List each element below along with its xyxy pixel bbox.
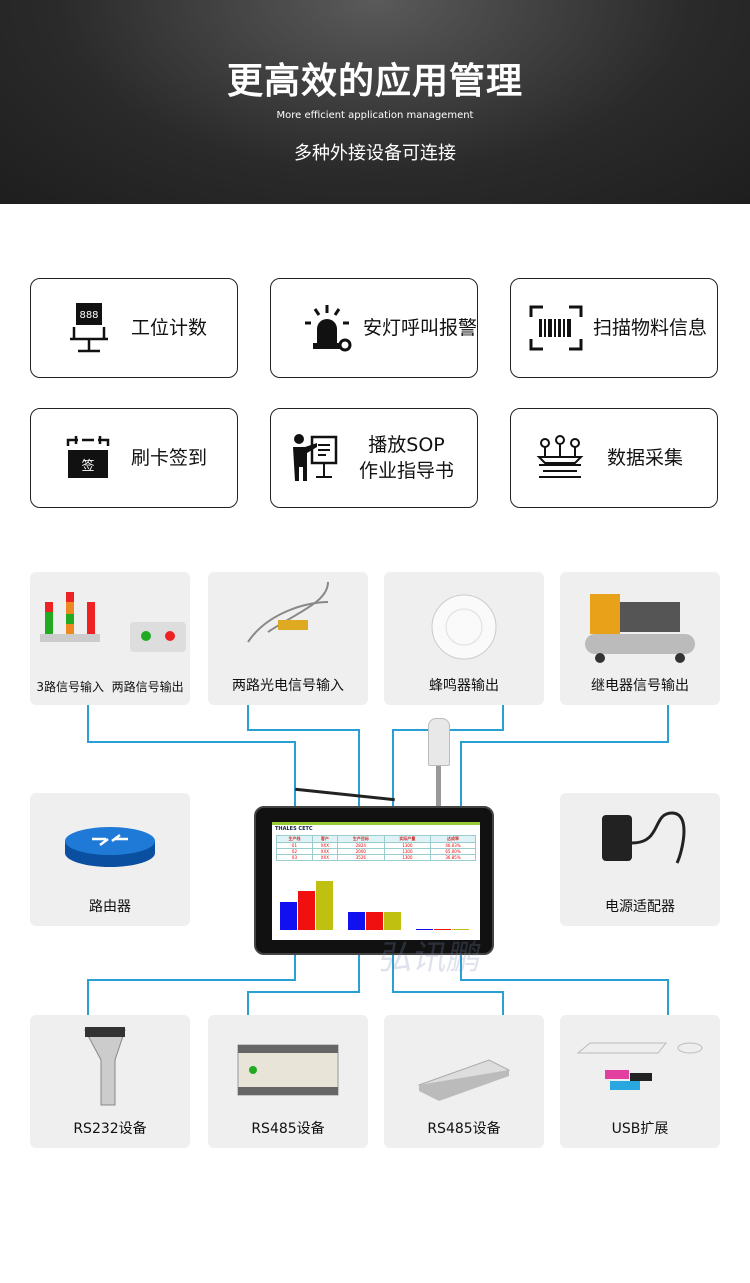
device-buzzer: 蜂鸣器输出 — [384, 572, 544, 705]
barcode-scanner-icon — [84, 1027, 126, 1106]
screen-bar — [298, 890, 315, 930]
device-label: 继电器信号输出 — [591, 678, 689, 694]
data-collection-icon — [529, 430, 591, 486]
device-label: 电源适配器 — [605, 899, 675, 915]
screen-bar-chart — [272, 870, 480, 940]
page-tagline: 多种外接设备可连接 — [294, 143, 456, 164]
screen-table-header: 生产线 — [276, 835, 313, 843]
page-subtitle: More efficient application management — [276, 110, 474, 121]
screen-bar — [280, 902, 297, 930]
photoelectric-sensor-icon — [247, 581, 329, 643]
screen-table-cell: 03 — [276, 854, 313, 861]
light-sensor — [428, 718, 450, 766]
device-rs485: RS485设备 — [384, 1015, 544, 1148]
screen-table-header: 生产目标 — [337, 835, 385, 843]
screen-bar — [416, 929, 433, 930]
svg-text:签: 签 — [81, 458, 94, 474]
device-rs232: RS232设备 — [30, 1015, 190, 1148]
plc-module-icon — [237, 1044, 339, 1096]
feature-card-checkin: 签 刷卡签到 — [30, 408, 238, 508]
power-adapter-icon — [602, 811, 686, 864]
antenna — [295, 787, 395, 802]
screen-table-cell: 3526 — [337, 854, 385, 861]
keyboard-mouse-usb-icon — [576, 1042, 703, 1090]
device-usb: USB扩展 — [560, 1015, 720, 1148]
feature-station-count: 888 工位计数 — [30, 278, 238, 378]
device-relay: 继电器信号输出 — [560, 572, 720, 705]
feature-andon-alarm: 安灯呼叫报警 — [270, 278, 478, 378]
device-label: RS232设备 — [73, 1121, 147, 1137]
screen-bar — [366, 911, 383, 930]
device-label: RS485设备 — [251, 1121, 325, 1137]
screen-table-header: 客户 — [311, 835, 339, 843]
screen-table-header: 实际产量 — [383, 835, 432, 843]
device-power-adapter: 电源适配器 — [560, 793, 720, 926]
feature-data-collection: 数据采集 — [510, 408, 718, 508]
screen-bar — [348, 911, 365, 930]
smoke-detector-icon — [431, 594, 497, 660]
screen-bar — [434, 929, 451, 930]
device-label: 蜂鸣器输出 — [429, 678, 499, 694]
header-banner: 更高效的应用管理 More efficient application mana… — [0, 0, 750, 204]
svg-text:888: 888 — [79, 310, 98, 321]
feature-label: 安灯呼叫报警 — [363, 317, 478, 339]
counter-display-icon: 888 — [57, 300, 119, 356]
device-router: 路由器 — [30, 793, 190, 926]
feature-scan-material: 扫描物料信息 — [510, 278, 718, 378]
screen-table-cell: 1300 — [383, 854, 432, 861]
device-label: 路由器 — [89, 899, 131, 915]
presenter-board-icon — [283, 430, 345, 486]
card-checkin-icon: 签 — [57, 430, 119, 486]
screen-bar — [452, 929, 469, 930]
device-rs485-plc: RS485设备 — [208, 1015, 368, 1148]
barcode-scan-icon — [525, 300, 587, 356]
device-signal-io: 3路信号输入 两路信号输出 — [30, 572, 190, 705]
device-photoelectric: 两路光电信号输入 — [208, 572, 368, 705]
screen-table-cell: 36.85% — [430, 854, 476, 861]
tower-light-icon — [40, 592, 186, 652]
watermark: 弘讯鹏 — [375, 938, 485, 978]
device-label: 两路光电信号输入 — [232, 678, 344, 694]
screen-bar — [384, 911, 401, 930]
feature-label: 刷卡签到 — [131, 447, 208, 469]
screen-bar — [316, 881, 333, 930]
terminal-box-icon — [417, 1059, 511, 1101]
alarm-light-icon — [297, 300, 359, 356]
device-label: 3路信号输入 两路信号输出 — [36, 680, 184, 694]
feature-label: 工位计数 — [131, 317, 208, 339]
feature-label: 扫描物料信息 — [593, 317, 708, 339]
screen-brand: THALES CETC — [275, 826, 313, 832]
feature-label: 数据采集 — [607, 447, 684, 469]
device-label: RS485设备 — [427, 1121, 501, 1137]
page-title: 更高效的应用管理 — [226, 61, 523, 102]
screen-table-cell: XXX — [311, 854, 339, 861]
air-compressor-icon — [585, 594, 695, 663]
device-label: USB扩展 — [611, 1121, 669, 1137]
router-icon — [65, 827, 155, 867]
screen-table-header: 达成率 — [430, 835, 476, 843]
